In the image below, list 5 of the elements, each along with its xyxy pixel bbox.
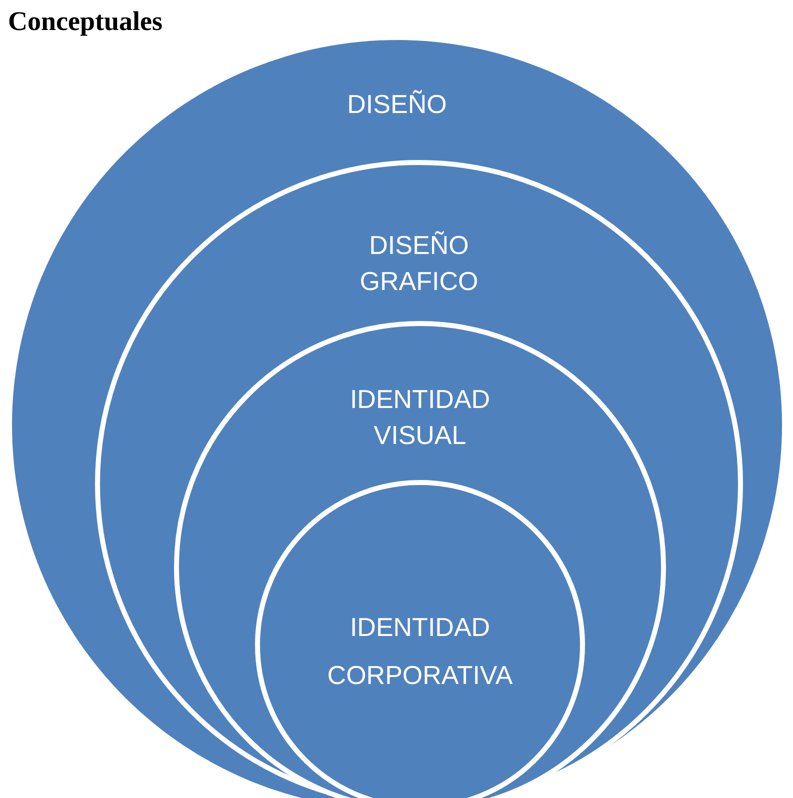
title: Conceptuales bbox=[8, 6, 162, 37]
circle-label: IDENTIDAD CORPORATIVA bbox=[326, 611, 514, 692]
circle-label: DISEÑO GRAFICO bbox=[358, 229, 480, 298]
circle-label: IDENTIDAD VISUAL bbox=[348, 383, 492, 452]
circle-label: DISEÑO bbox=[346, 88, 448, 121]
